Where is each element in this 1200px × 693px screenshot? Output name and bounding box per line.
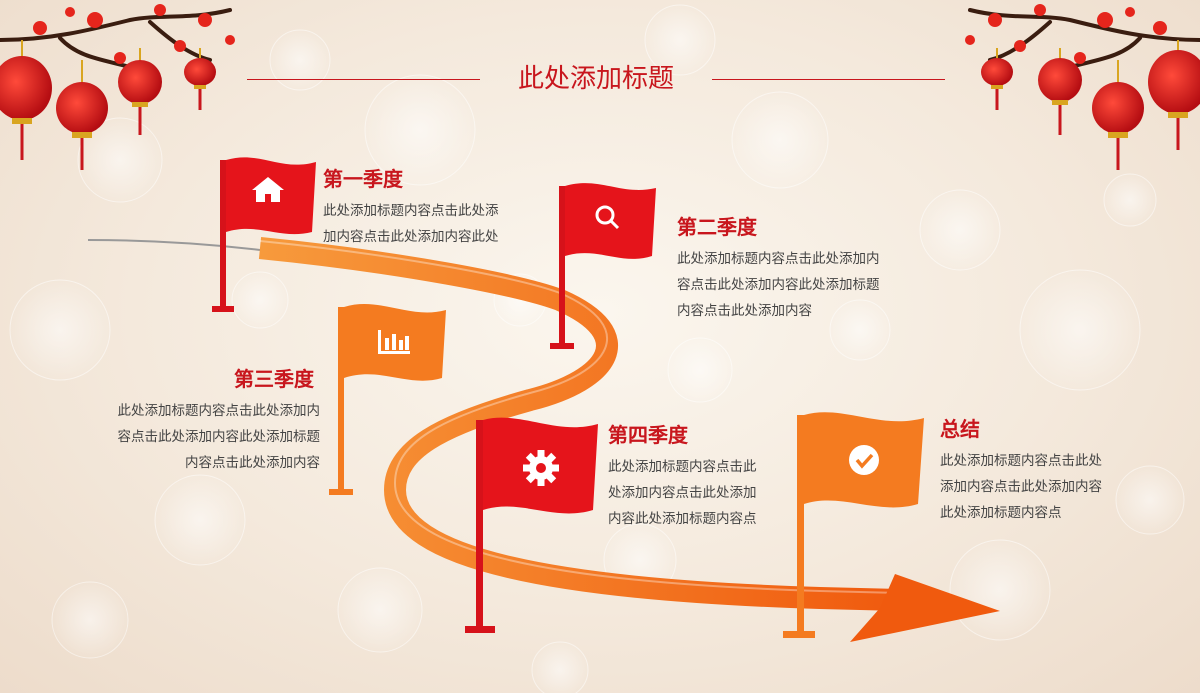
stage-1-text: 此处添加标题内容点击此处添 加内容点击此处添加内容此处 (323, 198, 543, 250)
title-bar: 此处添加标题 (0, 60, 1200, 100)
path-start-line (87, 239, 261, 251)
summary-text: 此处添加标题内容点击此处 添加内容点击此处添加内容 此处添加标题内容点 (940, 448, 1160, 526)
stage-2-block: 第二季度 此处添加标题内容点击此处添加内 容点击此处添加内容此处添加标题 内容点… (677, 214, 927, 324)
stage-1-block: 第一季度 此处添加标题内容点击此处添 加内容点击此处添加内容此处 (323, 166, 543, 250)
stage-4-heading: 第四季度 (608, 423, 688, 447)
stage-3-block: 第三季度 此处添加标题内容点击此处添加内 容点击此处添加内容此处添加标题 内容点… (80, 366, 321, 476)
stage-1-line: 加内容点击此处添加内容此处 (323, 229, 499, 245)
stage-2-line: 容点击此处添加内容此处添加标题 (677, 277, 880, 293)
summary-line: 此处添加标题内容点 (940, 505, 1062, 521)
summary-line: 添加内容点击此处添加内容 (940, 479, 1102, 495)
road-arrow (258, 237, 1000, 642)
stage-2-line: 此处添加标题内容点击此处添加内 (677, 251, 880, 267)
flag-stage-4 (465, 417, 598, 633)
flag-stage-3 (329, 304, 446, 495)
title-line-left (247, 79, 480, 80)
stage-2-line: 内容点击此处添加内容 (677, 303, 812, 319)
stage-4-line: 此处添加标题内容点击此 (608, 459, 757, 475)
home-icon (252, 177, 284, 202)
stage-2-heading: 第二季度 (677, 215, 757, 239)
bar-chart-icon (378, 330, 410, 354)
page-title: 此处添加标题 (517, 64, 674, 94)
summary-block: 总结 此处添加标题内容点击此处 添加内容点击此处添加内容 此处添加标题内容点 (940, 416, 1160, 526)
title-line-right (712, 79, 945, 80)
summary-heading: 总结 (940, 417, 980, 441)
stage-1-line: 此处添加标题内容点击此处添 (323, 203, 499, 219)
stage-3-line: 内容点击此处添加内容 (185, 455, 320, 471)
stage-4-block: 第四季度 此处添加标题内容点击此 处添加内容点击此处添加 内容此处添加标题内容点 (608, 422, 808, 532)
lanterns-right (981, 40, 1200, 170)
lanterns-left (0, 40, 216, 170)
stage-3-heading: 第三季度 (234, 367, 314, 391)
search-icon (595, 205, 620, 230)
stage-3-text: 此处添加标题内容点击此处添加内 容点击此处添加内容此处添加标题 内容点击此处添加… (80, 398, 321, 476)
stage-4-line: 内容此处添加标题内容点 (608, 511, 757, 527)
stage-3-line: 容点击此处添加内容此处添加标题 (117, 429, 321, 445)
stage-4-line: 处添加内容点击此处添加 (608, 485, 757, 501)
flag-stage-1 (212, 157, 316, 312)
flag-stage-2 (550, 183, 656, 349)
stage-4-text: 此处添加标题内容点击此 处添加内容点击此处添加 内容此处添加标题内容点 (608, 454, 808, 532)
stage-2-text: 此处添加标题内容点击此处添加内 容点击此处添加内容此处添加标题 内容点击此处添加… (677, 246, 927, 324)
stage-3-line: 此处添加标题内容点击此处添加内 (117, 403, 321, 419)
gear-icon (523, 450, 559, 486)
stage-1-heading: 第一季度 (323, 167, 403, 191)
flag-stage-5 (783, 412, 924, 638)
check-icon (849, 445, 879, 475)
summary-line: 此处添加标题内容点击此处 (940, 453, 1102, 469)
